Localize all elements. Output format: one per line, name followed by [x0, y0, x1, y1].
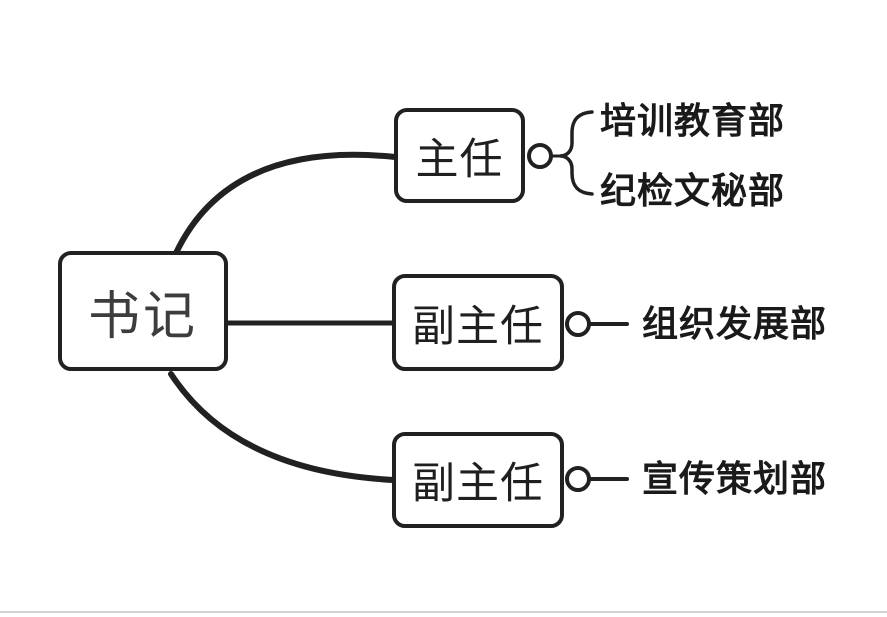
branch-curve-bottom [168, 371, 397, 483]
page-bottom-edge [0, 611, 887, 613]
node-secretary-label: 书记 [87, 287, 198, 346]
dept-label-training-education: 培训教育部 [600, 100, 786, 141]
node-director: 主任 [394, 108, 525, 203]
node-deputy-director-1: 副主任 [392, 274, 564, 371]
branch-curve-top [173, 151, 398, 256]
circle-junction-icon [565, 466, 591, 492]
node-deputy-director-1-label: 副主任 [412, 302, 544, 351]
node-deputy-director-2-label: 副主任 [412, 460, 544, 508]
node-deputy-director-2: 副主任 [392, 432, 564, 528]
circle-junction-icon [527, 143, 553, 169]
node-director-label: 主任 [415, 135, 504, 184]
brace-fork-icon [559, 110, 594, 196]
dept-label-organization-development: 组织发展部 [642, 303, 828, 344]
dept-label-publicity-planning: 宣传策划部 [642, 458, 828, 499]
node-secretary: 书记 [58, 251, 228, 371]
circle-junction-icon [565, 311, 591, 337]
dept-label-discipline-secretarial: 纪检文秘部 [600, 170, 786, 211]
